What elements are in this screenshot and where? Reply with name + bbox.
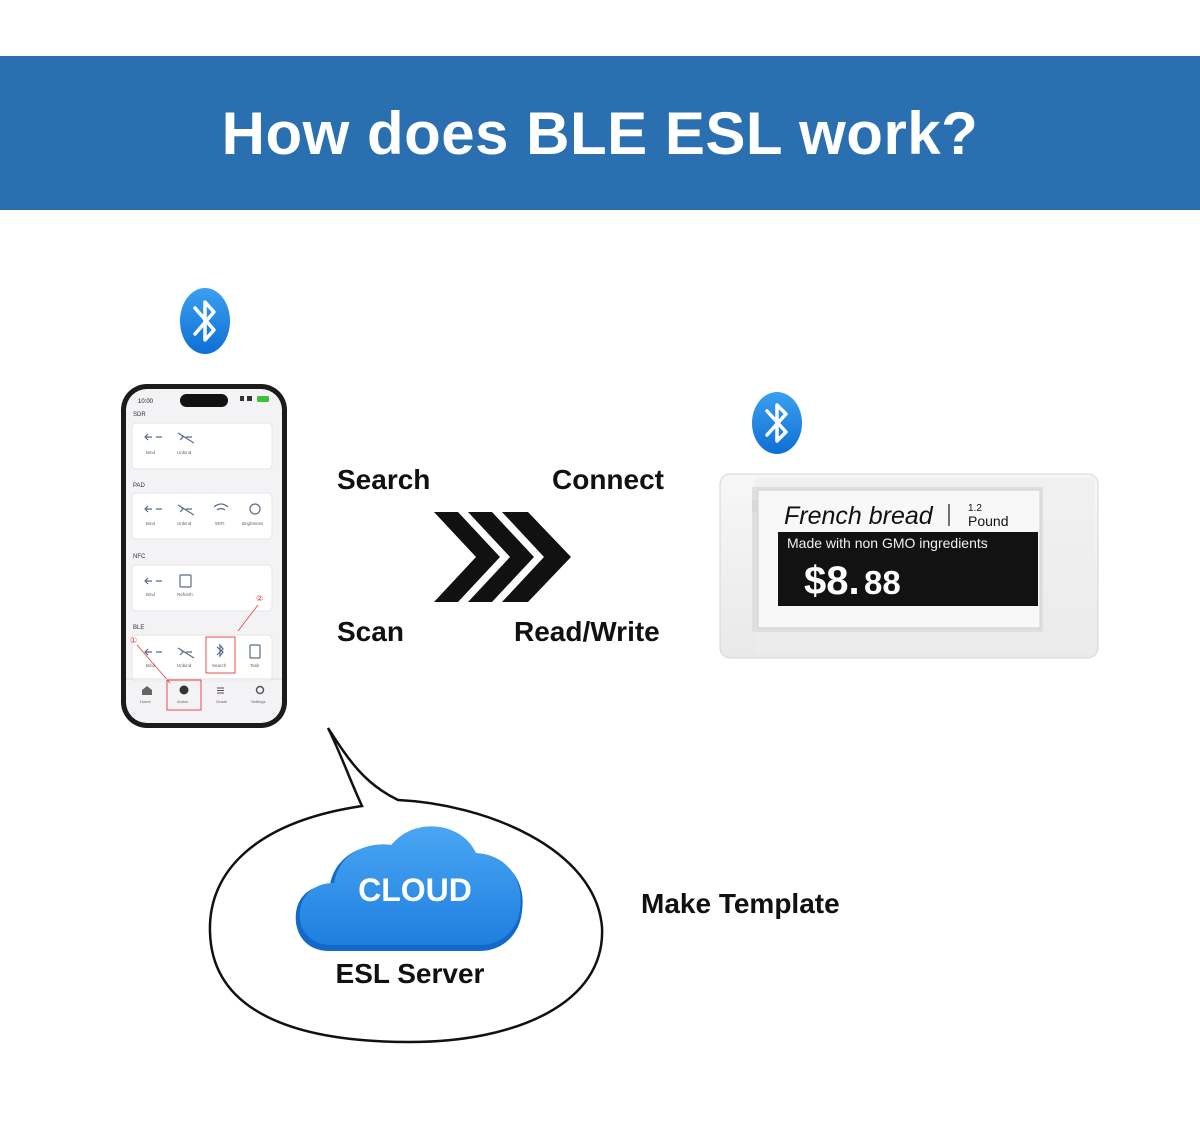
home-icon xyxy=(142,686,152,695)
esl-tag: French bread 1.2 Pound Made with non GMO… xyxy=(719,473,1099,659)
nav-grade: Grade xyxy=(216,699,228,704)
connect-label: Connect xyxy=(552,464,664,495)
section-title-ble: BLE xyxy=(133,625,144,631)
wifi-icon xyxy=(213,503,229,511)
ble-task-label: Task xyxy=(250,663,260,668)
unlink-icon xyxy=(177,432,195,444)
settings-icon xyxy=(255,685,265,695)
pad-brightness-label: Brightness xyxy=(242,521,264,526)
esl-price-cents: 88 xyxy=(864,564,901,601)
sdr-bind-label: Bind xyxy=(146,450,156,455)
section-title-pad: PAD xyxy=(133,483,146,489)
pad-wifi-label: WIFI xyxy=(215,521,225,526)
section-title-sdr: SDR xyxy=(133,412,146,418)
search-label: Search xyxy=(337,464,431,495)
esl-unit-bottom: Pound xyxy=(968,513,1008,529)
esl-unit-top: 1.2 xyxy=(968,503,982,514)
bluetooth-icon xyxy=(752,392,802,454)
cloud-icon xyxy=(295,826,523,951)
nav-home: Home xyxy=(140,699,151,704)
read-write-label: Read/Write xyxy=(514,616,660,647)
pad-bind-label: Bind xyxy=(146,521,156,526)
status-time: 10:00 xyxy=(138,399,154,405)
ble-search-icon xyxy=(216,643,224,658)
page-title: How does BLE ESL work? xyxy=(221,99,979,167)
grade-icon xyxy=(217,687,224,694)
esl-server-label: ESL Server xyxy=(335,958,485,989)
sdr-unbind-label: Unbind xyxy=(177,450,192,455)
scan-label: Scan xyxy=(337,616,404,647)
pad-unbind-label: Unbind xyxy=(177,521,192,526)
make-template-label: Make Template xyxy=(641,888,840,919)
link-icon xyxy=(144,433,162,441)
esl-tagline: Made with non GMO ingredients xyxy=(787,535,988,551)
cloud-label: CLOUD xyxy=(358,872,472,908)
ble-search-label: Search xyxy=(212,663,227,668)
nav-action: Action xyxy=(177,699,188,704)
bluetooth-icon xyxy=(180,288,230,354)
brightness-icon xyxy=(249,503,261,515)
ble-unbind-label: Unbind xyxy=(177,663,192,668)
action-icon xyxy=(179,685,189,695)
task-icon xyxy=(249,644,261,659)
marker-1: ① xyxy=(130,636,137,645)
chevron-arrows-icon xyxy=(434,512,571,602)
refresh-icon xyxy=(179,574,192,588)
marker-2: ② xyxy=(256,594,263,603)
nfc-refresh-label: Refresh xyxy=(177,592,193,597)
esl-product-name: French bread xyxy=(784,502,934,530)
esl-price: $8. xyxy=(804,559,860,603)
ble-bind-label: Bind xyxy=(146,663,156,668)
smartphone: 10:00 SDR Bind Unbind PAD Bind Unbind WI… xyxy=(121,384,287,728)
section-title-nfc: NFC xyxy=(133,554,146,560)
nfc-bind-label: Bind xyxy=(146,592,156,597)
nav-settings: Settings xyxy=(251,699,265,704)
header-banner xyxy=(0,56,1200,210)
